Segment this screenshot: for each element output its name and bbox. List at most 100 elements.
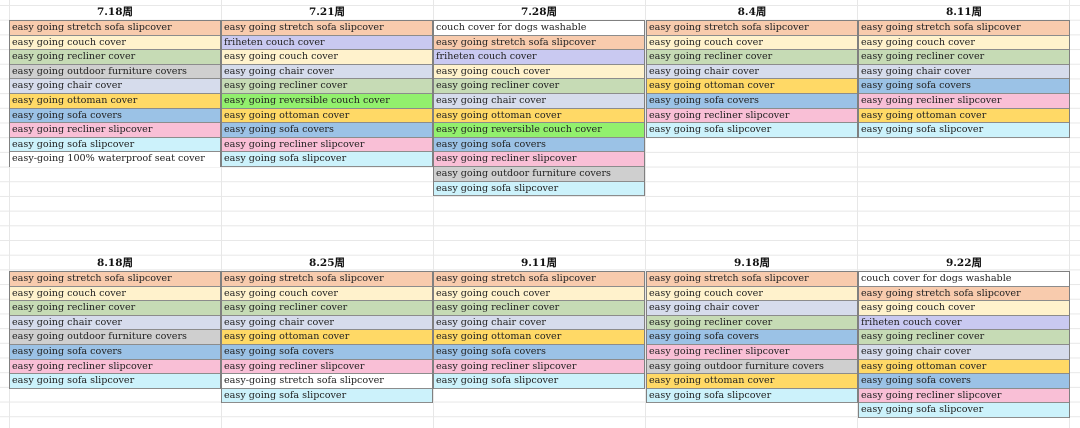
keyword-cell[interactable]: easy going sofa slipcover (859, 403, 1069, 418)
keyword-cell[interactable]: easy going couch cover (10, 35, 220, 51)
keyword-cell[interactable]: easy going recliner cover (434, 79, 644, 94)
keyword-cell[interactable]: easy going sofa covers (647, 330, 857, 345)
week-header[interactable]: 9.22周 (945, 257, 983, 269)
keyword-cell[interactable]: easy going couch cover (647, 286, 857, 302)
keyword-cell[interactable]: easy going sofa covers (222, 123, 432, 138)
keyword-cell[interactable]: friheten couch cover (222, 35, 432, 51)
keyword-cell[interactable]: easy going chair cover (10, 79, 220, 94)
keyword-cell[interactable]: easy going sofa slipcover (10, 137, 220, 153)
keyword-cell[interactable]: easy going stretch sofa slipcover (859, 286, 1069, 302)
keyword-cell[interactable]: easy going stretch sofa slipcover (434, 272, 644, 287)
keyword-cell[interactable]: easy going recliner slipcover (647, 344, 857, 360)
keyword-cell[interactable]: easy going reversible couch cover (222, 93, 432, 109)
keyword-cell[interactable]: easy going chair cover (434, 315, 644, 331)
keyword-cell[interactable]: easy going sofa slipcover (647, 388, 857, 404)
keyword-cell[interactable]: easy going ottoman cover (859, 108, 1069, 124)
keyword-cell[interactable]: friheten couch cover (859, 315, 1069, 331)
keyword-cell[interactable]: easy going couch cover (434, 64, 644, 80)
keyword-cell[interactable]: easy going stretch sofa slipcover (434, 35, 644, 51)
keyword-cell[interactable]: easy going chair cover (222, 315, 432, 331)
keyword-cell[interactable]: easy going ottoman cover (222, 108, 432, 124)
keyword-cell[interactable]: easy going recliner cover (222, 301, 432, 316)
keyword-cell[interactable]: easy going recliner cover (647, 315, 857, 331)
week-header[interactable]: 7.28周 (520, 6, 558, 18)
keyword-cell[interactable]: easy going chair cover (434, 93, 644, 109)
keyword-cell[interactable]: easy going ottoman cover (10, 93, 220, 109)
keyword-cell[interactable]: easy going stretch sofa slipcover (859, 21, 1069, 36)
keyword-cell[interactable]: easy going stretch sofa slipcover (647, 272, 857, 287)
keyword-cell[interactable]: easy going stretch sofa slipcover (647, 21, 857, 36)
keyword-cell[interactable]: easy going couch cover (859, 35, 1069, 51)
week-header[interactable]: 7.18周 (96, 6, 134, 18)
keyword-cell[interactable]: easy going sofa covers (859, 374, 1069, 389)
keyword-cell[interactable]: easy going recliner slipcover (647, 108, 857, 124)
keyword-cell[interactable]: easy going chair cover (647, 301, 857, 316)
keyword-cell[interactable]: easy going recliner cover (859, 330, 1069, 345)
keyword-cell[interactable]: easy going ottoman cover (647, 79, 857, 94)
keyword-cell[interactable]: easy going recliner slipcover (434, 152, 644, 167)
keyword-cell[interactable]: easy going outdoor furniture covers (434, 166, 644, 182)
keyword-cell[interactable]: easy going couch cover (434, 286, 644, 302)
keyword-cell[interactable]: easy going chair cover (859, 344, 1069, 360)
keyword-cell[interactable]: easy going stretch sofa slipcover (222, 272, 432, 287)
keyword-cell[interactable]: easy going recliner slipcover (10, 123, 220, 138)
keyword-cell[interactable]: easy going outdoor furniture covers (10, 330, 220, 345)
keyword-cell[interactable]: easy going recliner slipcover (222, 359, 432, 375)
week-header[interactable]: 9.18周 (733, 257, 771, 269)
keyword-cell[interactable]: easy-going 100% waterproof seat cover (10, 152, 220, 167)
week-header[interactable]: 8.4周 (737, 6, 767, 18)
keyword-cell[interactable]: easy going recliner slipcover (859, 388, 1069, 404)
keyword-cell[interactable]: easy going reversible couch cover (434, 123, 644, 138)
week-header[interactable]: 7.21周 (308, 6, 346, 18)
keyword-cell[interactable]: easy-going stretch sofa slipcover (222, 374, 432, 389)
keyword-cell[interactable]: couch cover for dogs washable (434, 21, 644, 36)
keyword-cell[interactable]: easy going recliner slipcover (434, 359, 644, 375)
week-header[interactable]: 8.25周 (308, 257, 346, 269)
keyword-cell[interactable]: easy going sofa slipcover (222, 152, 432, 167)
keyword-cell[interactable]: easy going ottoman cover (434, 330, 644, 345)
keyword-cell[interactable]: easy going ottoman cover (222, 330, 432, 345)
keyword-cell[interactable]: easy going recliner cover (222, 79, 432, 94)
keyword-cell[interactable]: easy going sofa slipcover (434, 181, 644, 197)
keyword-cell[interactable]: easy going couch cover (10, 286, 220, 302)
keyword-cell[interactable]: easy going sofa slipcover (859, 123, 1069, 138)
keyword-cell[interactable]: easy going chair cover (222, 64, 432, 80)
keyword-cell[interactable]: easy going couch cover (222, 50, 432, 65)
week-header[interactable]: 8.18周 (96, 257, 134, 269)
week-header[interactable]: 8.11周 (945, 6, 983, 18)
keyword-cell[interactable]: easy going couch cover (859, 301, 1069, 316)
keyword-cell[interactable]: easy going sofa covers (434, 344, 644, 360)
keyword-cell[interactable]: easy going stretch sofa slipcover (10, 21, 220, 36)
keyword-cell[interactable]: easy going couch cover (647, 35, 857, 51)
keyword-cell[interactable]: easy going ottoman cover (434, 108, 644, 124)
keyword-cell[interactable]: easy going sofa covers (10, 108, 220, 124)
keyword-cell[interactable]: easy going recliner cover (647, 50, 857, 65)
week-header[interactable]: 9.11周 (520, 257, 558, 269)
keyword-cell[interactable]: easy going recliner cover (10, 50, 220, 65)
keyword-cell[interactable]: easy going sofa covers (10, 344, 220, 360)
keyword-cell[interactable]: easy going sofa covers (222, 344, 432, 360)
keyword-cell[interactable]: easy going sofa slipcover (434, 374, 644, 389)
keyword-cell[interactable]: friheten couch cover (434, 50, 644, 65)
keyword-cell[interactable]: easy going sofa covers (859, 79, 1069, 94)
keyword-cell[interactable]: easy going recliner slipcover (859, 93, 1069, 109)
keyword-cell[interactable]: easy going outdoor furniture covers (647, 359, 857, 375)
keyword-cell[interactable]: easy going sofa slipcover (10, 374, 220, 389)
keyword-cell[interactable]: easy going recliner cover (859, 50, 1069, 65)
keyword-cell[interactable]: couch cover for dogs washable (859, 272, 1069, 287)
keyword-cell[interactable]: easy going chair cover (647, 64, 857, 80)
keyword-cell[interactable]: easy going sofa covers (647, 93, 857, 109)
keyword-cell[interactable]: easy going sofa covers (434, 137, 644, 153)
keyword-cell[interactable]: easy going recliner cover (434, 301, 644, 316)
keyword-cell[interactable]: easy going stretch sofa slipcover (10, 272, 220, 287)
keyword-cell[interactable]: easy going outdoor furniture covers (10, 64, 220, 80)
keyword-cell[interactable]: easy going recliner slipcover (222, 137, 432, 153)
keyword-cell[interactable]: easy going sofa slipcover (222, 388, 432, 404)
keyword-cell[interactable]: easy going chair cover (10, 315, 220, 331)
keyword-cell[interactable]: easy going sofa slipcover (647, 123, 857, 138)
keyword-cell[interactable]: easy going couch cover (222, 286, 432, 302)
keyword-cell[interactable]: easy going ottoman cover (647, 374, 857, 389)
keyword-cell[interactable]: easy going recliner cover (10, 301, 220, 316)
keyword-cell[interactable]: easy going ottoman cover (859, 359, 1069, 375)
keyword-cell[interactable]: easy going stretch sofa slipcover (222, 21, 432, 36)
